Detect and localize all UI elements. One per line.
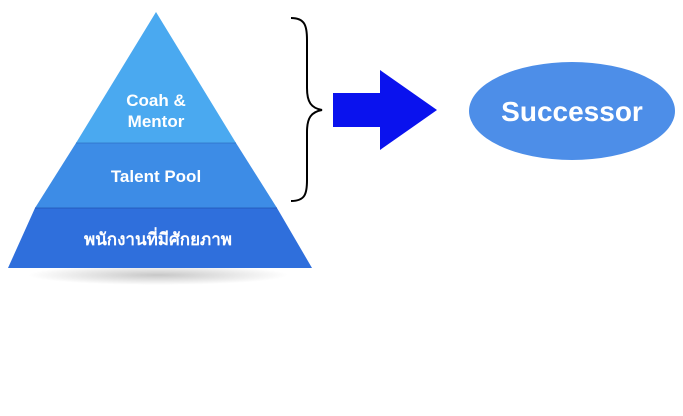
tier-label-potential-employees: พนักงานที่มีศักยภาพ	[84, 227, 232, 249]
pyramid-tier-bottom	[8, 208, 312, 268]
pyramid	[8, 12, 312, 268]
successor-label: Successor	[501, 96, 643, 127]
tier-label-coach-mentor-line2: Mentor	[128, 112, 185, 131]
right-arrow-icon	[333, 70, 437, 150]
pyramid-tier-middle	[35, 143, 277, 208]
pyramid-tier-top	[76, 12, 236, 143]
tier-label-coach-mentor-line1: Coah &	[126, 91, 186, 110]
curly-brace	[290, 17, 323, 202]
tier-label-talent-pool: Talent Pool	[111, 167, 201, 186]
successor-ellipse	[469, 62, 675, 160]
pyramid-shadow	[28, 265, 288, 285]
